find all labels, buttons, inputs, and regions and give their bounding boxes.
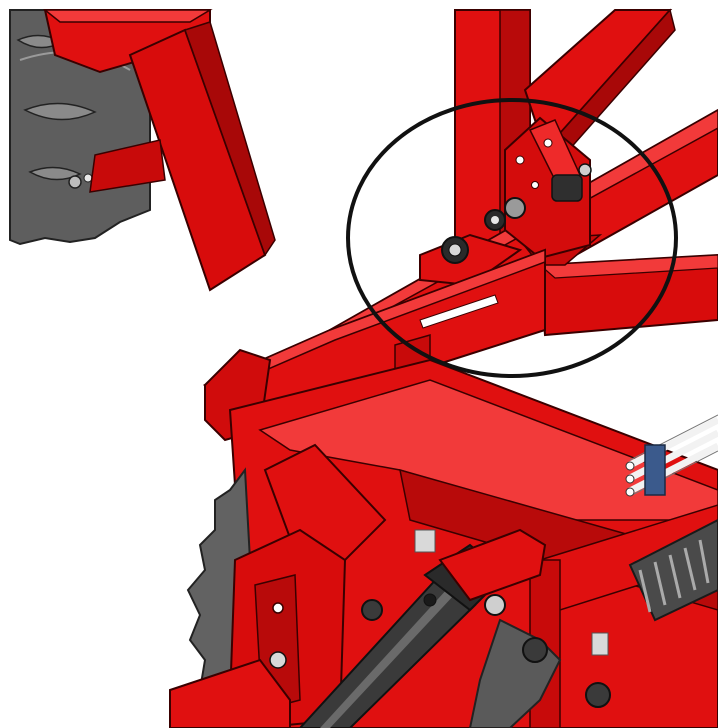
left-shank xyxy=(169,443,387,728)
upper-left-frame xyxy=(42,9,276,292)
bracket-hole xyxy=(515,155,525,165)
callout-circle xyxy=(346,98,678,378)
hex-bolt-icon xyxy=(361,599,383,621)
decal-label xyxy=(591,632,609,656)
bracket-hole xyxy=(543,138,553,148)
upper-leg-shadow xyxy=(184,21,276,257)
hex-bolt-icon xyxy=(272,602,284,614)
upper-brace xyxy=(89,139,166,193)
spring-coils xyxy=(638,539,710,613)
hex-bolt-icon xyxy=(522,637,548,663)
hex-bolt-icon xyxy=(423,593,437,607)
bracket-hole xyxy=(531,181,539,189)
hose-end xyxy=(625,461,635,471)
decal-label xyxy=(414,529,436,553)
hose-end xyxy=(625,474,635,484)
upper-disc-notch xyxy=(28,166,82,181)
bracket-ear xyxy=(528,119,581,192)
hex-bolt-icon xyxy=(578,163,592,177)
main-frame-slot xyxy=(419,294,499,329)
cylinder-mount-plate xyxy=(438,528,547,602)
hydraulic-cylinder xyxy=(298,528,609,728)
coil-spring xyxy=(628,518,718,622)
hex-bolt-icon xyxy=(585,682,611,708)
washer-hole xyxy=(491,216,499,224)
clevis-pin-icon xyxy=(551,174,583,202)
clevis-pin-icon xyxy=(484,594,506,616)
hose-end xyxy=(625,487,635,497)
pivot-bracket xyxy=(484,116,592,260)
pivot-lug xyxy=(419,233,523,287)
upper-disc-notch xyxy=(23,102,97,121)
hose-clip xyxy=(644,444,666,496)
hex-bolt-icon xyxy=(504,197,526,219)
clevis-pin-icon xyxy=(448,243,462,257)
hex-bolt-icon xyxy=(68,175,82,189)
upper-crossbar-top xyxy=(42,9,213,23)
hex-bolt-icon xyxy=(269,651,287,669)
hydraulic-hoses xyxy=(625,414,718,497)
lower-front-bar xyxy=(169,658,291,728)
cylinder-highlight xyxy=(320,588,455,728)
